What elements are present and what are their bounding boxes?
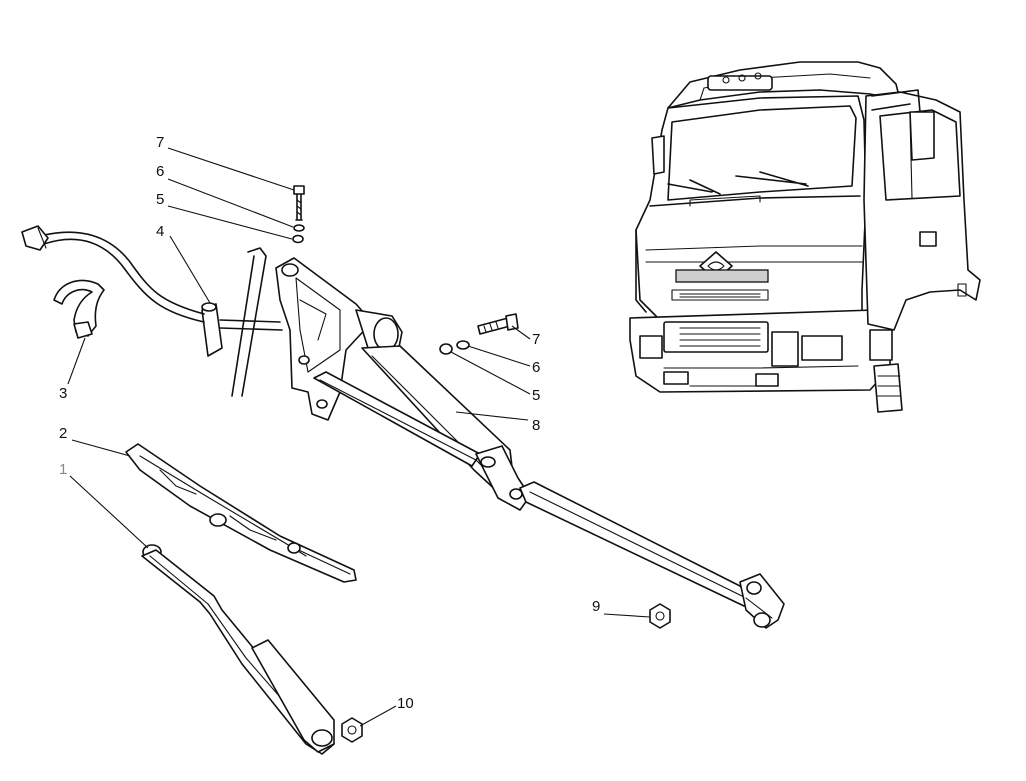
callout-7-top: 7 <box>156 134 164 151</box>
wiper-linkage-assembly-8 <box>275 257 785 629</box>
bolt-7-upper <box>293 185 305 221</box>
callout-6-right: 6 <box>532 359 540 376</box>
callout-7-right: 7 <box>532 331 540 348</box>
washer-6-right <box>456 340 470 350</box>
callout-9: 9 <box>592 598 600 615</box>
callout-4: 4 <box>156 223 164 240</box>
callout-5-right: 5 <box>532 387 540 404</box>
wiper-arm-1 <box>141 544 335 755</box>
callout-3: 3 <box>59 385 67 402</box>
callout-5-top: 5 <box>156 191 164 208</box>
nut-9 <box>649 603 671 629</box>
nut-5-upper <box>292 234 304 244</box>
callout-8: 8 <box>532 417 540 434</box>
connector-sleeve-4 <box>201 302 223 357</box>
washer-6-upper <box>293 224 305 232</box>
callout-6-top: 6 <box>156 163 164 180</box>
callout-1: 1 <box>59 461 67 478</box>
callout-2: 2 <box>59 425 67 442</box>
bolt-7-right <box>477 313 519 335</box>
callout-10: 10 <box>397 695 414 712</box>
wiper-blade-2 <box>125 443 357 583</box>
callout-leader-lines <box>67 147 651 727</box>
nut-10 <box>341 717 363 743</box>
wiper-motor-cable <box>21 225 283 397</box>
nut-5-right <box>439 343 453 355</box>
cable-clamp-3 <box>53 279 105 339</box>
truck-cab-illustration <box>629 61 981 413</box>
